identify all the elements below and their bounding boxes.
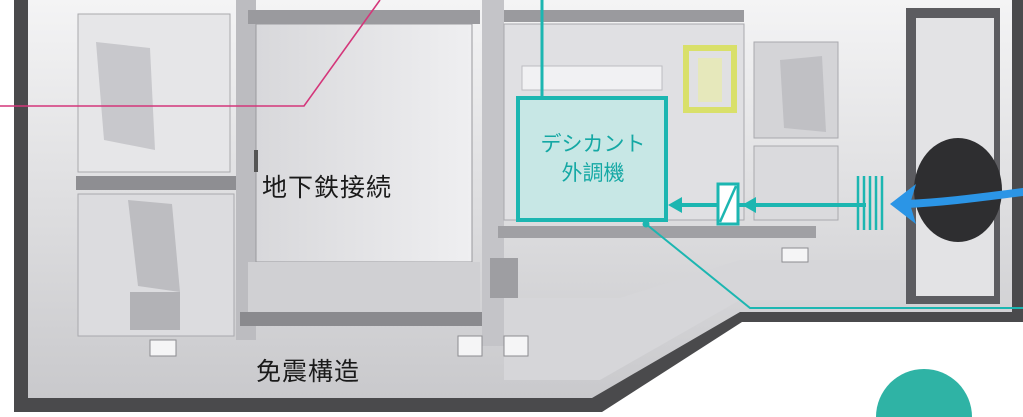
yellow-duct [683,45,737,113]
subway-room-door [254,150,258,172]
left-upper-panel [96,42,155,150]
damper-blade [718,185,738,223]
column-base [490,258,518,298]
yellow-duct-inner [698,58,722,102]
subway-connection-label: 地下鉄接続 [262,173,393,202]
desiccant-unit-label-line2: 外調機 [561,161,625,185]
desiccant-unit-label-line1: デシカント [540,132,646,156]
subway-room [255,23,473,263]
lower-beam [240,312,488,326]
desiccant-unit [516,96,668,222]
mechanical-room-ceiling [504,10,744,22]
outside-air-arrow [902,188,1023,208]
seismic-isolators [149,247,809,357]
right-panel [780,56,826,132]
outer-shaft-opening [914,138,1002,242]
left-small-box [130,292,180,330]
subway-room-ceiling [248,10,480,24]
left-column [236,0,256,340]
unit-bottom-leader-line [645,223,1023,309]
sloped-foundation [504,260,900,380]
subway-room-floor [248,262,480,312]
intake-louver-icon [856,176,884,230]
left-middle-floor [76,176,240,190]
outside-air-arrowhead-icon [890,184,916,224]
subway-leader-line [0,0,381,107]
right-middle-room [753,145,839,221]
teal-circle-decoration [876,369,972,417]
leader-dot [642,220,650,228]
seismic-isolation-label: 免震構造 [256,357,361,386]
air-flow-mid-arrowhead [742,197,756,213]
unit-top-box [521,65,663,91]
air-flow-arrowhead [668,197,682,213]
left-lower-panel [128,200,180,292]
desiccant-unit-label: デシカント 外調機 [520,130,666,188]
